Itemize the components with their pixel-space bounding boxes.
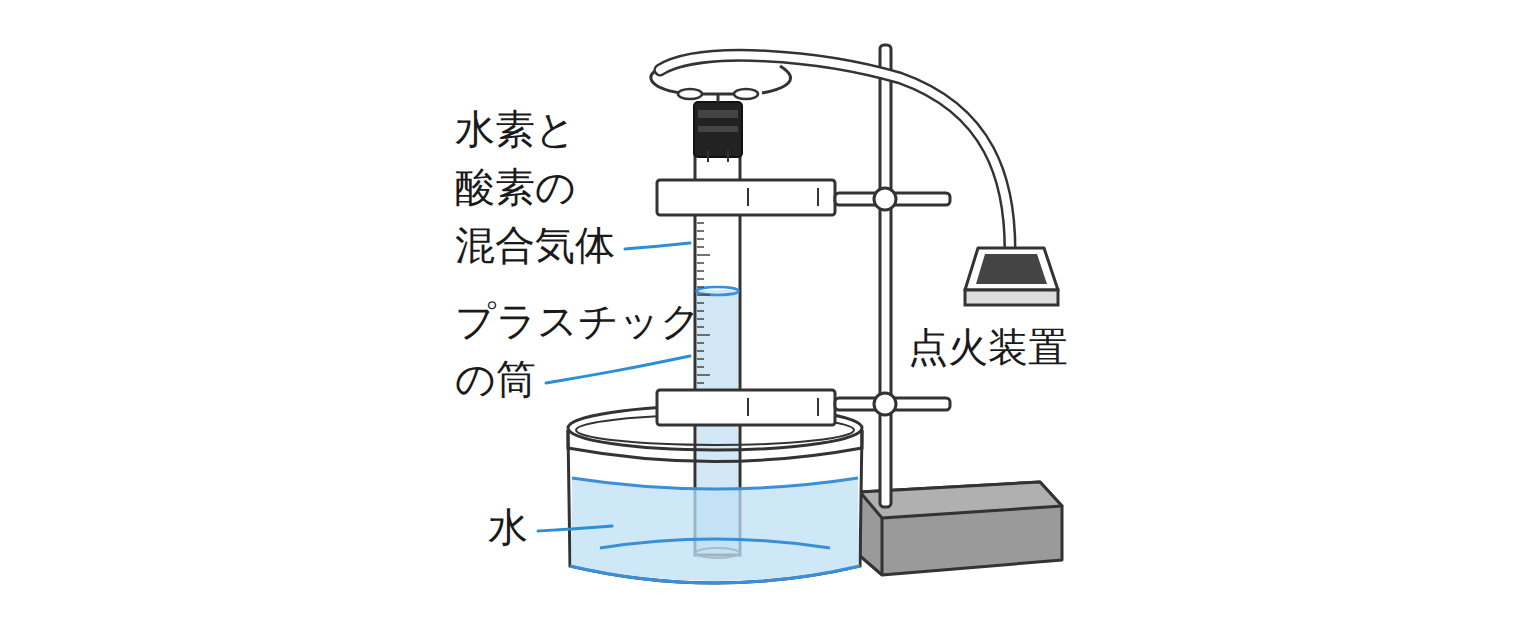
- gradation-tick: [697, 230, 704, 232]
- part-label: 水: [488, 498, 528, 556]
- part-label: 点火装置: [908, 318, 1068, 376]
- gradation-tick: [697, 270, 704, 272]
- gradation-tick: [697, 286, 704, 288]
- leader-line: [546, 356, 690, 383]
- part-label: 水素と 酸素の 混合気体: [455, 100, 631, 274]
- gradation-tick: [697, 278, 704, 280]
- gradation-tick: [697, 254, 710, 256]
- leader-line: [538, 526, 612, 531]
- gradation-tick: [697, 262, 704, 264]
- gradation-tick: [697, 366, 704, 368]
- gradation-tick: [697, 374, 710, 376]
- gradation-tick: [697, 294, 710, 296]
- leader-line: [625, 243, 690, 249]
- gradation-tick: [697, 222, 704, 224]
- gradation-tick: [697, 382, 704, 384]
- gradation-tick: [697, 238, 704, 240]
- gradation-tick: [697, 350, 704, 352]
- part-label: プラスチック の筒: [455, 292, 715, 408]
- gradation-tick: [697, 246, 704, 248]
- gradation-tick: [697, 358, 704, 360]
